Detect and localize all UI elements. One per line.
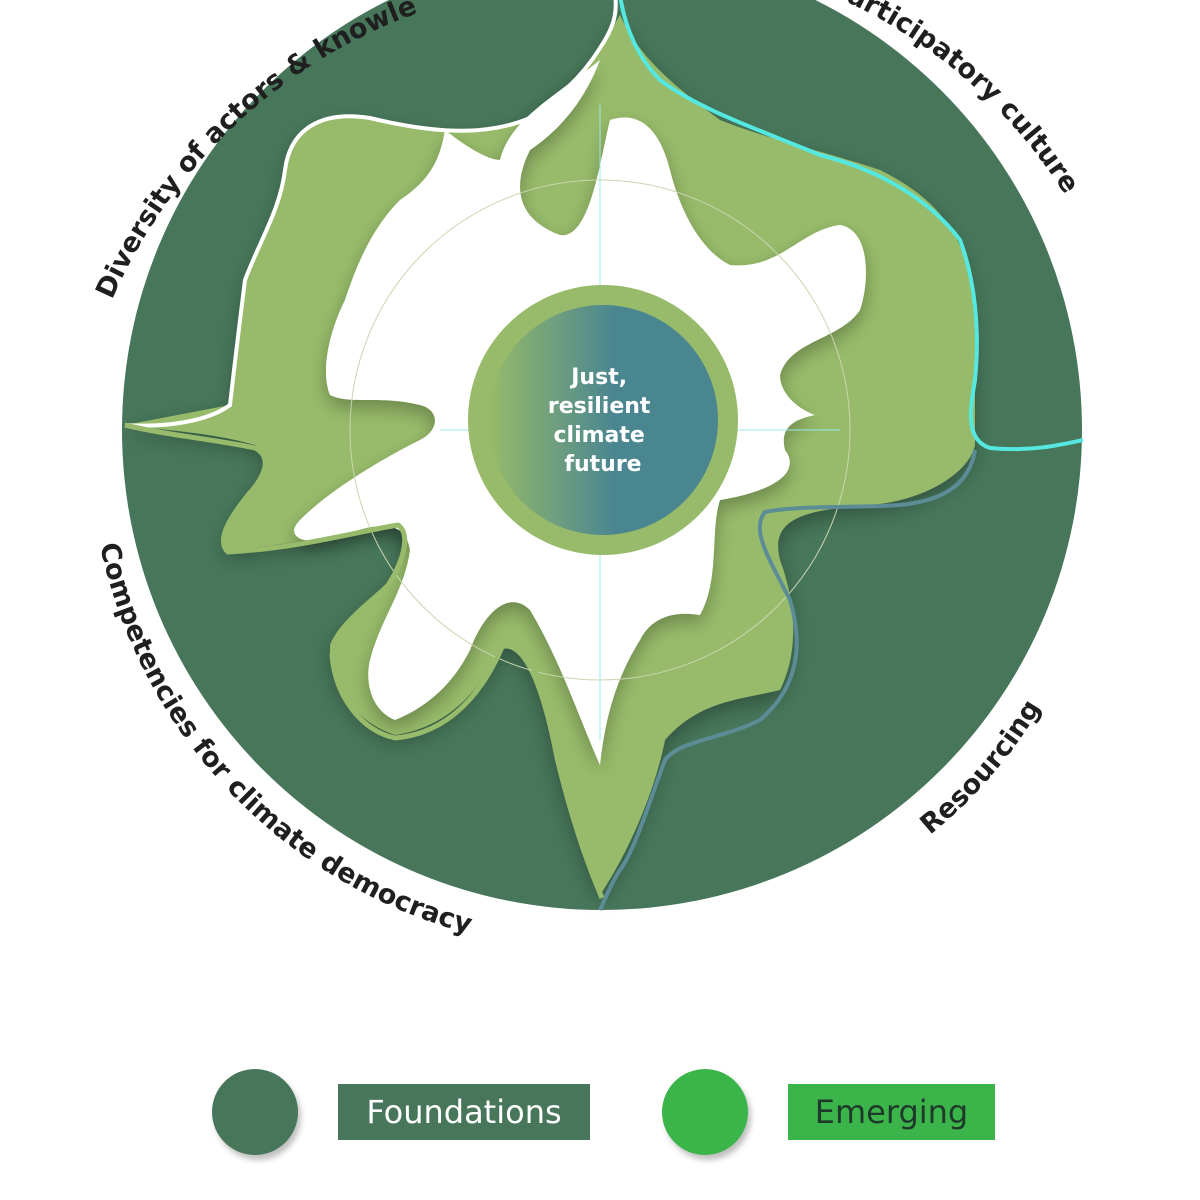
top-left-outline <box>124 0 618 428</box>
legend-label-foundations: Foundations <box>338 1084 590 1140</box>
legend-dot-emerging <box>662 1069 748 1155</box>
top-right-outline <box>618 0 1084 452</box>
legend-dot-foundations <box>212 1069 298 1155</box>
center-line-1: Just, <box>569 365 627 390</box>
legend-label-emerging: Emerging <box>788 1084 995 1140</box>
bottom-right-outline <box>598 449 977 911</box>
center-core <box>488 305 718 535</box>
bottom-left-outline <box>124 422 605 899</box>
center-line-4: future <box>564 452 641 477</box>
center-line-3: climate <box>553 423 644 448</box>
center-title: Just, resilient climate future <box>548 365 658 477</box>
center-line-2: resilient <box>548 394 651 419</box>
